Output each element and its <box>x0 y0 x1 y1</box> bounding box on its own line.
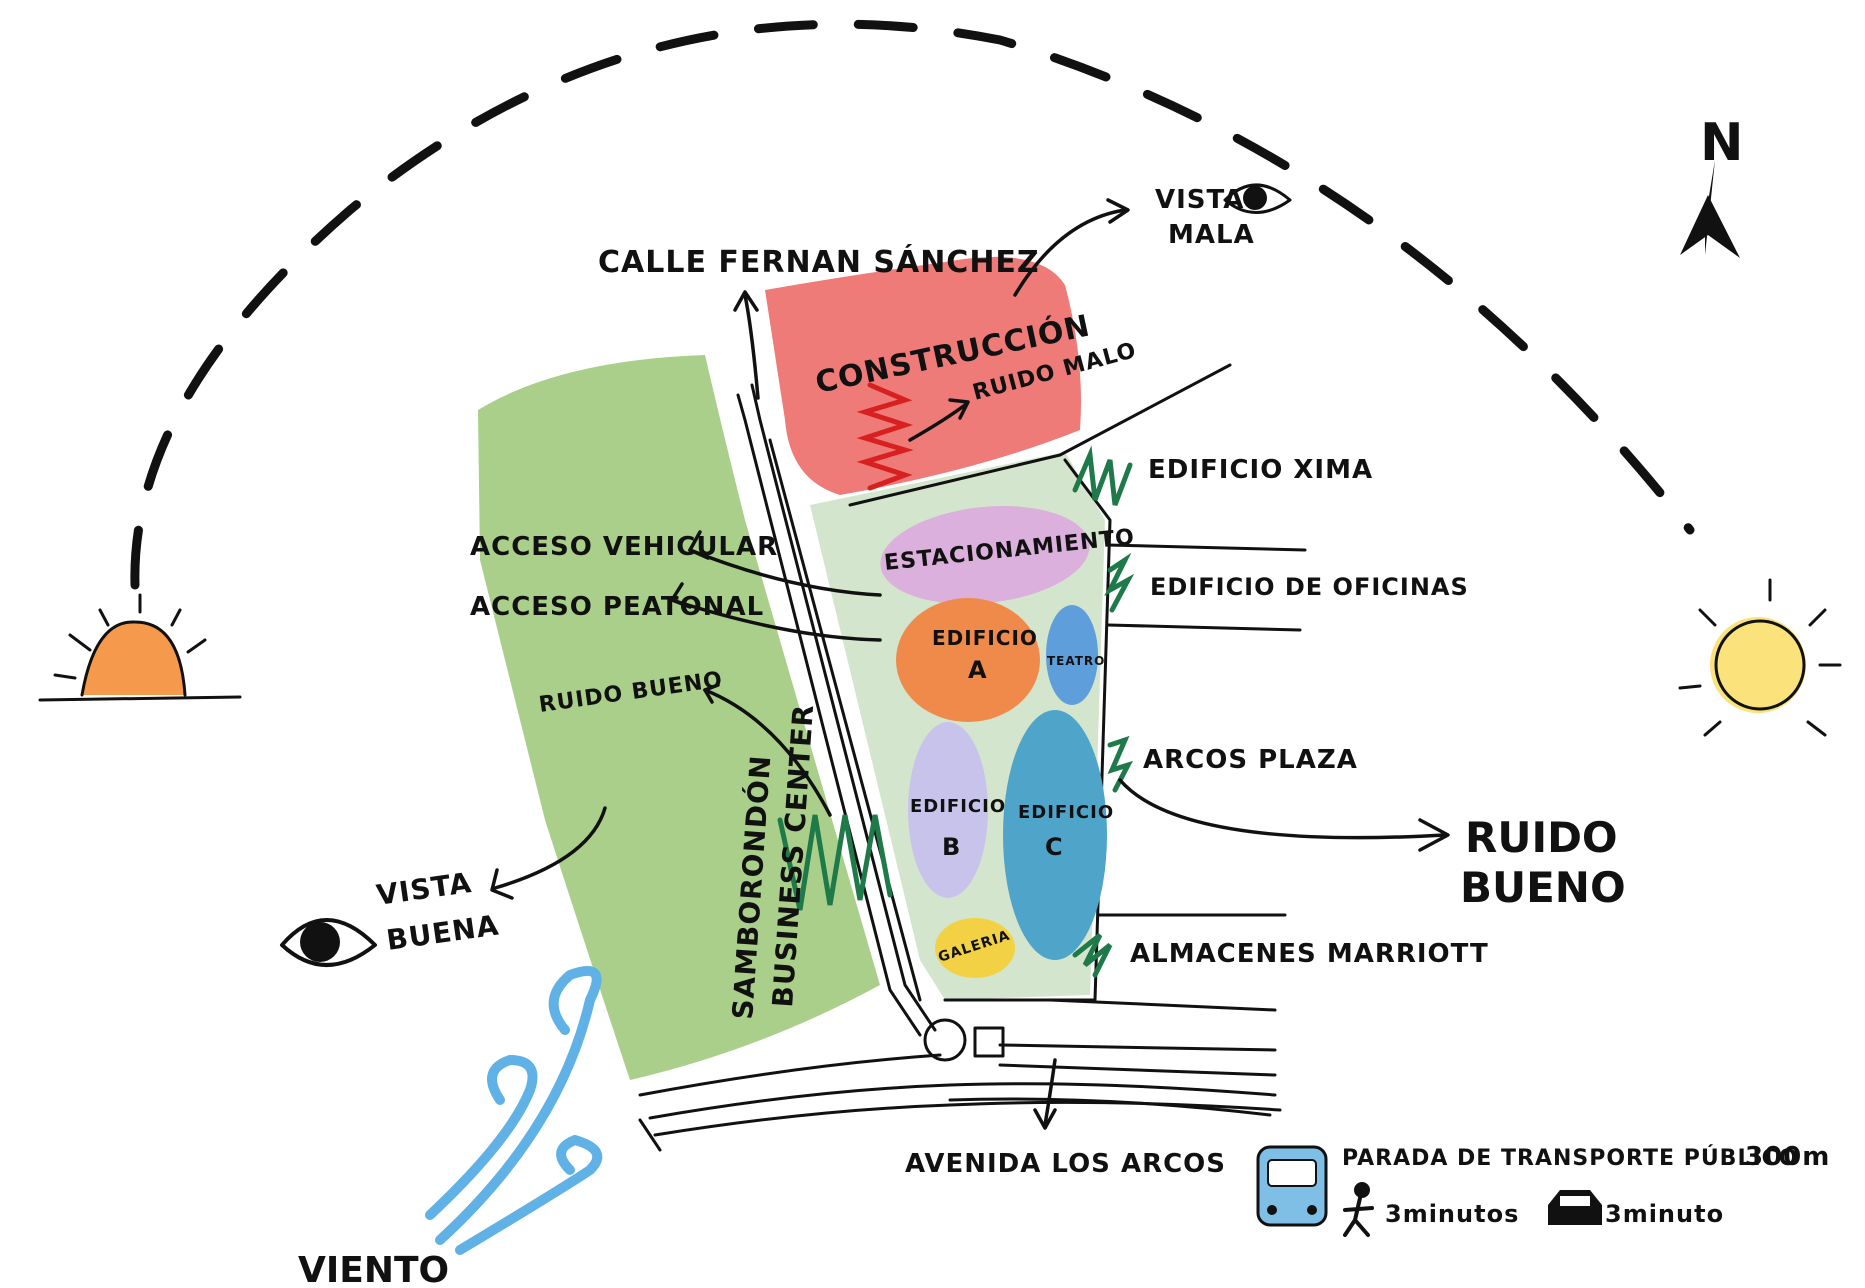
car-time: 3minuto <box>1605 1200 1724 1228</box>
teatro-label: TEATRO <box>1047 654 1105 668</box>
edificio-xima-label: EDIFICIO XIMA <box>1148 455 1373 485</box>
edificio-b-letter: B <box>942 833 961 861</box>
north-label: N <box>1700 113 1744 173</box>
walking-person-icon <box>1345 1184 1372 1235</box>
wind-icon <box>430 971 597 1250</box>
sunrise-icon <box>40 595 240 700</box>
arcos-plaza-label: ARCOS PLAZA <box>1143 745 1358 775</box>
edificio-oficinas-label: EDIFICIO DE OFICINAS <box>1150 573 1469 601</box>
ruido-bueno-big-label-2: BUENO <box>1460 863 1626 912</box>
parada-label: PARADA DE TRANSPORTE PÚBLICO <box>1342 1145 1799 1171</box>
parada-distance: 300m <box>1745 1142 1830 1172</box>
eye-icon <box>282 920 375 965</box>
edificio-a-letter: A <box>968 656 988 684</box>
edificio-b-label: EDIFICIO <box>910 796 1006 817</box>
car-icon <box>1548 1190 1602 1225</box>
vista-buena-label-2: BUENA <box>384 908 501 956</box>
bus-icon <box>1258 1147 1326 1225</box>
vista-buena-label: VISTA <box>374 866 474 912</box>
edificio-c-label: EDIFICIO <box>1018 802 1114 823</box>
edificio-c-letter: C <box>1045 833 1064 861</box>
vista-mala-label-2: MALA <box>1168 220 1255 250</box>
edificio-a-label: EDIFICIO <box>932 626 1038 650</box>
calle-label: CALLE FERNAN SÁNCHEZ <box>598 244 1040 280</box>
ruido-bueno-big-label: RUIDO <box>1465 813 1618 862</box>
viento-label: VIENTO <box>298 1250 449 1288</box>
acceso-peatonal-label: ACCESO PEATONAL <box>470 592 764 622</box>
sunset-icon <box>1680 580 1840 735</box>
walk-time: 3minutos <box>1385 1200 1519 1228</box>
acceso-vehicular-label: ACCESO VEHICULAR <box>470 532 778 562</box>
vista-mala-label: VISTA <box>1155 185 1244 215</box>
north-arrow-icon: N <box>1680 113 1744 258</box>
almacenes-label: ALMACENES MARRIOTT <box>1130 939 1489 969</box>
avenida-label: AVENIDA LOS ARCOS <box>905 1149 1226 1179</box>
